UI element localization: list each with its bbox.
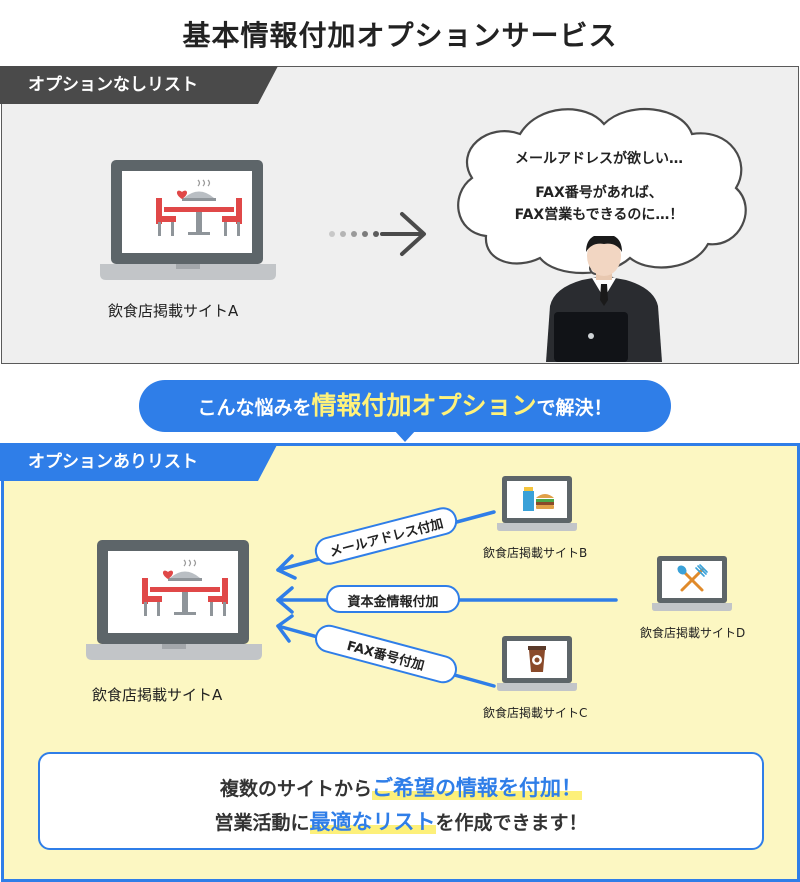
banner-text: こんな悩みを情報付加オプションで解決！ [139, 380, 671, 432]
summary-line-2: 営業活動に最適なリストを作成できます！ [38, 806, 764, 836]
thought-line-3: FAX営業もできるのに…！ [514, 207, 684, 223]
laptop-restaurant-icon [86, 540, 262, 660]
banner-before: こんな悩みを [197, 397, 312, 419]
section-with-tab: オプションありリスト [0, 443, 278, 481]
thought-line-1: メールアドレスが欲しい… [515, 151, 683, 167]
coffee-icon [497, 636, 577, 691]
summary-line2-before: 営業活動に [214, 812, 310, 834]
site-a-label-top: 飲食店掲載サイトA [108, 302, 239, 320]
cutlery-icon [652, 556, 732, 611]
summary-line2-highlight: 最適なリスト [309, 810, 436, 834]
laptop-restaurant-icon [100, 160, 276, 280]
fastfood-icon [497, 476, 577, 531]
banner-highlight: 情報付加オプション [311, 391, 537, 420]
section-without-tab-label: オプションなしリスト [28, 75, 198, 95]
dotted-arrow-icon [329, 212, 426, 256]
summary-line2-after: を作成できます！ [435, 812, 588, 834]
solution-banner [139, 380, 671, 432]
summary-line1-highlight: ご希望の情報を付加！ [372, 776, 582, 800]
banner-after: で解決！ [536, 397, 613, 419]
site-d-label: 飲食店掲載サイトD [640, 626, 746, 640]
site-b-label: 飲食店掲載サイトB [483, 546, 588, 560]
summary-line-1: 複数のサイトからご希望の情報を付加！ [38, 772, 764, 802]
summary-line1-before: 複数のサイトから [219, 778, 372, 800]
thought-text: メールアドレスが欲しい… FAX番号があれば、 FAX営業もできるのに…！ [470, 148, 728, 226]
section-without-tab: オプションなしリスト [0, 66, 278, 104]
site-a-label-bottom: 飲食店掲載サイトA [92, 686, 223, 704]
arrow-label-capital: 資本金情報付加 [347, 595, 439, 610]
section-with-tab-label: オプションありリスト [28, 452, 198, 472]
thought-line-2: FAX番号があれば、 [535, 185, 663, 201]
site-c-label: 飲食店掲載サイトC [483, 706, 588, 720]
page-title: 基本情報付加オプションサービス [182, 19, 618, 52]
banner-pointer [394, 430, 416, 442]
businessman-icon [546, 236, 662, 362]
